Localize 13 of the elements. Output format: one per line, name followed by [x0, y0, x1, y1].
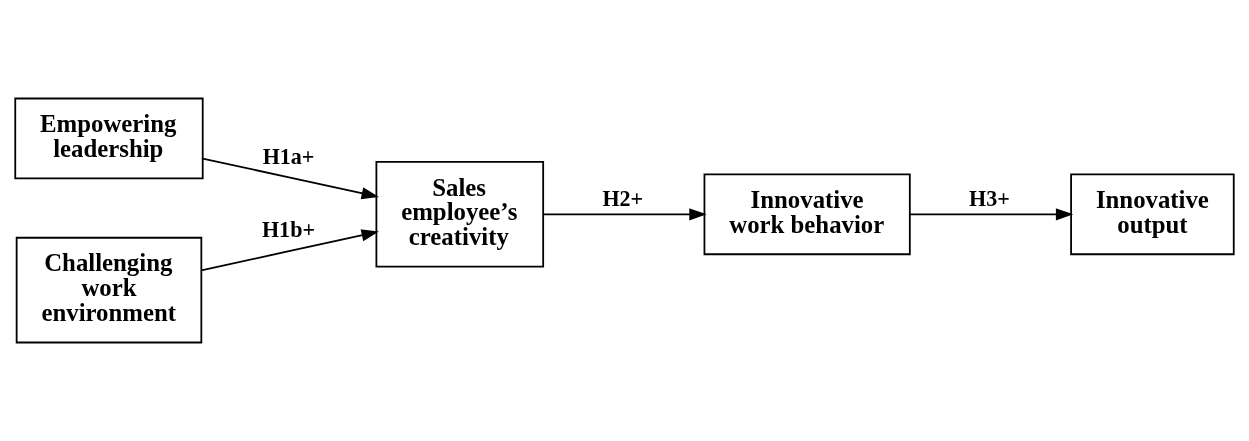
arrow [200, 229, 379, 272]
edge-label: H3+ [969, 185, 1010, 211]
node-box: Innovative work behavior [703, 173, 911, 256]
arrow [542, 208, 707, 221]
edge-label: H1b+ [261, 217, 315, 243]
edge-label: H1a+ [262, 144, 315, 170]
node-box: Sales employee’s creativity [375, 161, 545, 268]
arrow [909, 208, 1074, 221]
edge-label: H2+ [602, 185, 644, 211]
node-box: Innovative output [1070, 173, 1235, 256]
arrow [201, 157, 379, 200]
node-box: Challenging work environment [15, 236, 203, 344]
node-box: Empowering leadership [14, 97, 204, 180]
